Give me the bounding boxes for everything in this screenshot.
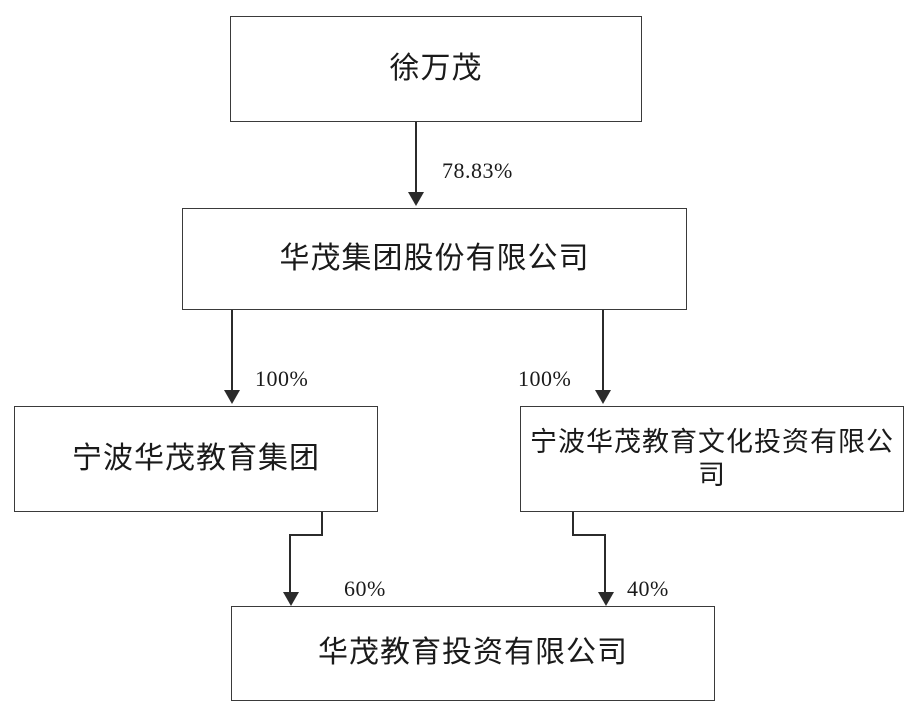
- node-box-huamao-group: 华茂集团股份有限公司: [182, 208, 687, 310]
- connector-culture-invest-to-invest-jog: [572, 534, 606, 537]
- connector-culture-invest-to-invest-stub: [572, 512, 575, 536]
- node-label: 华茂集团股份有限公司: [279, 241, 590, 275]
- edge-label-40: 40%: [627, 576, 669, 601]
- arrowhead-culture-invest-to-invest: [598, 592, 614, 606]
- connector-group-to-ningbo-edu-group: [231, 310, 234, 392]
- connector-edu-group-to-invest-stub: [321, 512, 324, 536]
- connector-edu-group-to-invest-jog: [289, 534, 323, 537]
- arrowhead-xu-to-huamao-group: [408, 192, 424, 206]
- connector-group-to-culture-investment: [602, 310, 605, 392]
- connector-xu-to-huamao-group: [415, 122, 418, 194]
- node-label: 徐万茂: [389, 51, 483, 85]
- node-label: 华茂教育投资有限公司: [318, 636, 628, 670]
- edge-label-100-right: 100%: [518, 366, 572, 391]
- node-box-ningbo-huamao-edu-group: 宁波华茂教育集团: [14, 406, 378, 512]
- connector-culture-invest-to-invest: [604, 534, 607, 594]
- edge-label-78-83: 78.83%: [442, 158, 513, 183]
- node-label: 宁波华茂教育集团: [72, 441, 320, 475]
- edge-label-60: 60%: [344, 576, 386, 601]
- node-label: 宁波华茂教育文化投资有限公司: [530, 427, 894, 490]
- arrowhead-edu-group-to-invest: [283, 592, 299, 606]
- node-box-xu-wanmao: 徐万茂: [230, 16, 642, 122]
- node-box-huamao-edu-investment: 华茂教育投资有限公司: [231, 606, 715, 701]
- arrowhead-group-to-ningbo-edu-group: [224, 390, 240, 404]
- arrowhead-group-to-culture-investment: [595, 390, 611, 404]
- node-box-ningbo-huamao-culture-investment: 宁波华茂教育文化投资有限公司: [520, 406, 904, 512]
- connector-edu-group-to-invest: [289, 534, 292, 594]
- edge-label-100-left: 100%: [255, 366, 309, 391]
